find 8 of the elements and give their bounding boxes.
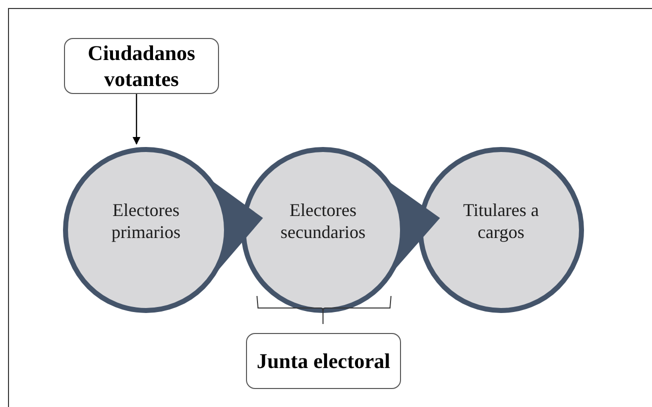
node-text: Electores secundarios — [280, 199, 366, 243]
rounded-box — [246, 333, 401, 389]
box-label: Junta electoral — [256, 348, 392, 374]
node-text: Titulares a cargos — [462, 199, 540, 243]
arrow — [132, 94, 140, 145]
box-label: Ciudadanos votantes — [86, 40, 196, 92]
node-text: Electores primarios — [110, 199, 182, 243]
rounded-box — [64, 38, 219, 94]
